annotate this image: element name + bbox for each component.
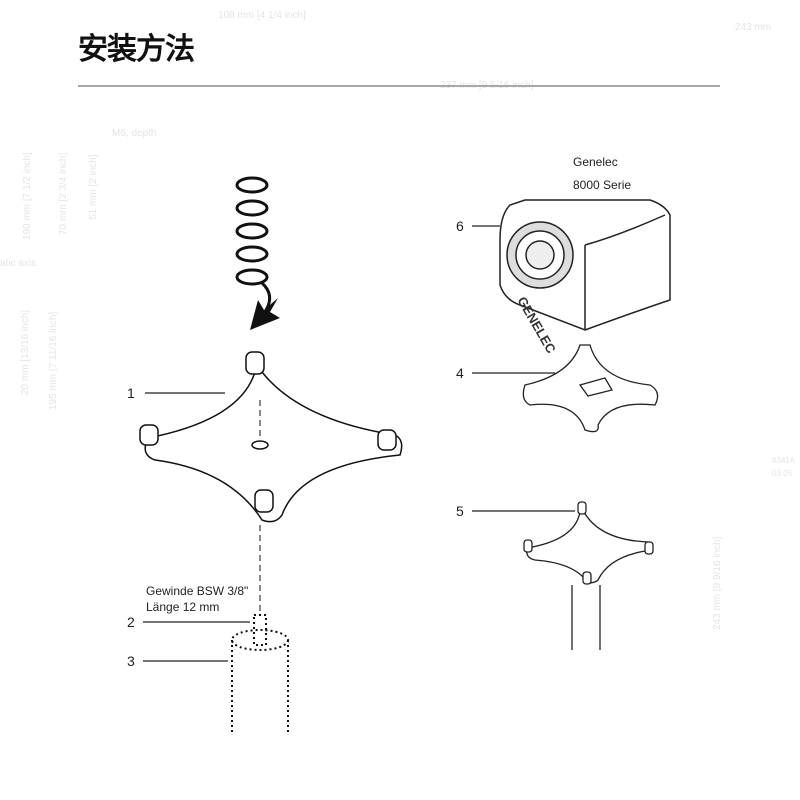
callout-2: 2 — [127, 614, 135, 630]
arrow-down-icon — [250, 298, 280, 330]
base-plate-5 — [523, 501, 654, 650]
watermark-dim: M6, depth — [112, 128, 157, 139]
callout-4: 4 — [456, 365, 464, 381]
base-plate-1 — [139, 351, 403, 523]
callout-leaders — [143, 225, 575, 662]
thread-label: Gewinde BSW 3/8" — [146, 584, 249, 598]
watermark-dim: 8341A — [772, 456, 796, 465]
speaker-6 — [499, 199, 671, 331]
callout-3: 3 — [127, 653, 135, 669]
spiral-icon — [235, 176, 272, 311]
callout-6: 6 — [456, 218, 464, 234]
watermark-dim: 108 mm [4 1/4 inch] — [218, 10, 306, 21]
watermark-dim: 243 mm — [735, 22, 772, 33]
callout-5: 5 — [456, 503, 464, 519]
watermark-dim: 03 05 — [772, 469, 793, 478]
title-divider — [78, 85, 720, 87]
adapter-4 — [522, 344, 659, 433]
page-title: 安装方法 — [78, 32, 195, 67]
watermark-dim: atic axis — [0, 258, 37, 269]
length-label: Länge 12 mm — [146, 600, 220, 614]
stand-pole — [231, 614, 289, 735]
brand-label: Genelec — [573, 155, 618, 169]
callout-1: 1 — [127, 385, 135, 401]
series-label: 8000 Serie — [573, 178, 632, 192]
